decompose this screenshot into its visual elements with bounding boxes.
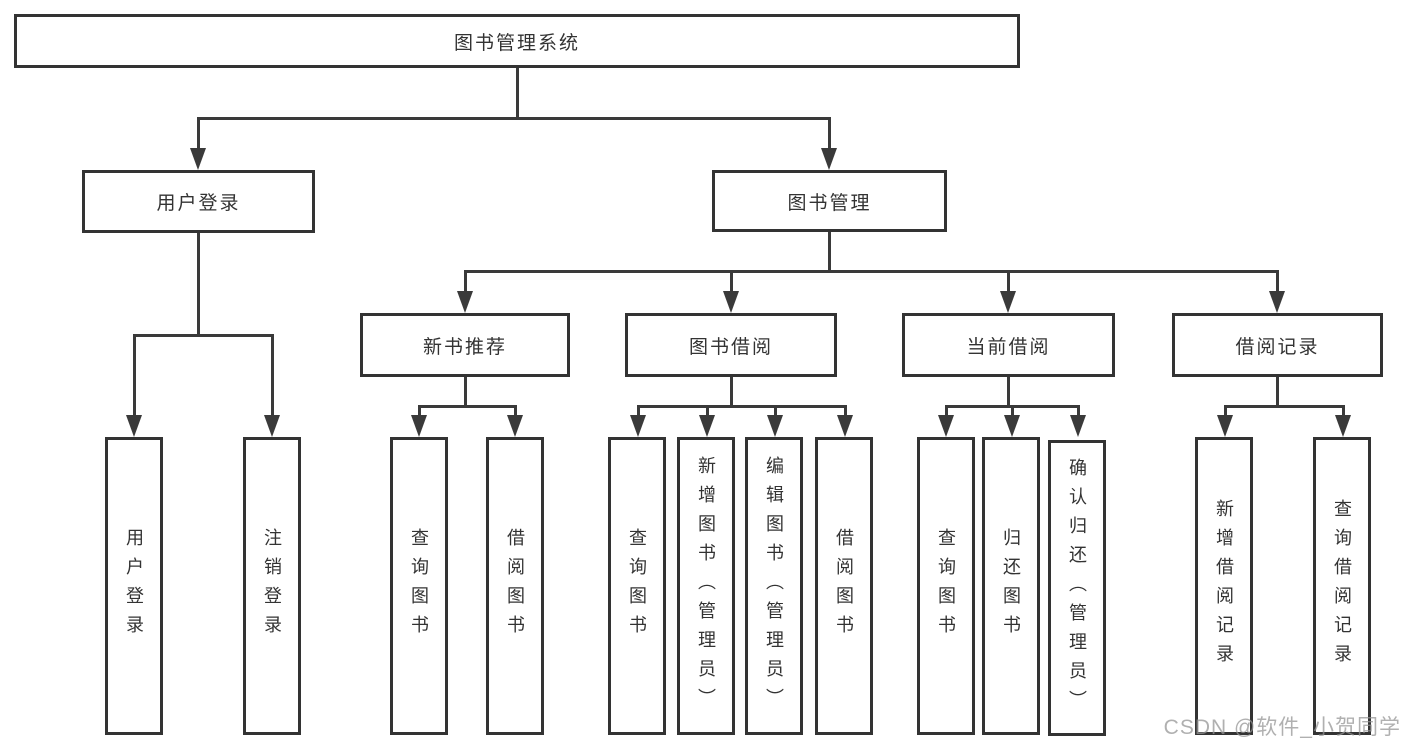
arrow-head-icon-records-to-leaves-1 (1335, 415, 1351, 437)
arrow-head-icon-currentborrow-to-leaves-1 (1004, 415, 1020, 437)
arrow-head-icon-bookmgmt-to-level3-3 (1269, 291, 1285, 313)
edge-stem-root-to-level2 (515, 68, 519, 118)
edge-stem-newbook-to-leaves (463, 377, 467, 406)
arrow-head-icon-bookborrow-to-leaves-0 (630, 415, 646, 437)
edge-arrow-shaft-userlogin-to-leaves-0 (132, 335, 136, 417)
node-leaf-return-book: 归还图书 (982, 437, 1040, 735)
node-leaf-user-login: 用户登录 (105, 437, 163, 735)
edge-arrow-shaft-userlogin-to-leaves-1 (270, 335, 274, 417)
node-label-leaf-user-login: 用户登录 (124, 528, 144, 644)
edge-bar-bookborrow-to-leaves (636, 404, 847, 408)
node-label-leaf-add-borrow-rec: 新增借阅记录 (1214, 499, 1234, 673)
node-current-borrowing: 当前借阅 (902, 313, 1115, 377)
node-new-book-recommend: 新书推荐 (360, 313, 570, 377)
node-label-leaf-edit-book-admin: 编辑图书（管理员） (764, 455, 784, 717)
edge-bar-bookmgmt-to-level3 (463, 269, 1279, 273)
edge-arrow-shaft-currentborrow-to-leaves-1 (1010, 406, 1014, 417)
node-label-leaf-return-book: 归还图书 (1001, 528, 1021, 644)
node-leaf-query-book-3: 查询图书 (917, 437, 975, 735)
node-label-current-borrowing: 当前借阅 (966, 336, 1051, 358)
node-label-leaf-add-book-admin: 新增图书（管理员） (696, 455, 716, 717)
node-root-system: 图书管理系统 (14, 14, 1020, 68)
node-leaf-query-book-2: 查询图书 (608, 437, 666, 735)
edge-arrow-shaft-currentborrow-to-leaves-0 (944, 406, 948, 417)
arrow-head-icon-userlogin-to-leaves-0 (126, 415, 142, 437)
arrow-head-icon-bookmgmt-to-level3-0 (457, 291, 473, 313)
node-leaf-add-book-admin: 新增图书（管理员） (677, 437, 735, 735)
edge-stem-currentborrow-to-leaves (1006, 377, 1010, 406)
arrow-head-icon-bookborrow-to-leaves-3 (837, 415, 853, 437)
node-leaf-borrow-book-2: 借阅图书 (815, 437, 873, 735)
node-label-new-book-recommend: 新书推荐 (422, 336, 507, 358)
node-label-leaf-query-borrow-rec: 查询借阅记录 (1332, 499, 1352, 673)
edge-arrow-shaft-bookborrow-to-leaves-0 (636, 406, 640, 417)
arrow-head-icon-root-to-level2-0 (190, 148, 206, 170)
node-label-leaf-confirm-return: 确认归还（管理员） (1067, 457, 1087, 719)
node-label-leaf-query-book-1: 查询图书 (409, 528, 429, 644)
edge-stem-bookmgmt-to-level3 (827, 232, 831, 271)
node-leaf-query-borrow-rec: 查询借阅记录 (1313, 437, 1371, 735)
edge-arrow-shaft-bookmgmt-to-level3-0 (463, 271, 467, 293)
edge-arrow-shaft-bookborrow-to-leaves-2 (773, 406, 777, 417)
arrow-head-icon-bookborrow-to-leaves-2 (767, 415, 783, 437)
edge-arrow-shaft-root-to-level2-0 (196, 118, 200, 150)
node-label-root-system: 图书管理系统 (453, 32, 580, 54)
arrow-head-icon-root-to-level2-1 (821, 148, 837, 170)
node-leaf-query-book-1: 查询图书 (390, 437, 448, 735)
node-leaf-add-borrow-rec: 新增借阅记录 (1195, 437, 1253, 735)
node-label-user-login-group: 用户登录 (156, 193, 241, 214)
node-user-login-group: 用户登录 (82, 170, 315, 233)
arrow-head-icon-newbook-to-leaves-1 (507, 415, 523, 437)
node-book-management: 图书管理 (712, 170, 947, 232)
edge-arrow-shaft-records-to-leaves-0 (1223, 406, 1227, 417)
node-label-leaf-logout: 注销登录 (262, 528, 282, 644)
edge-arrow-shaft-currentborrow-to-leaves-2 (1076, 406, 1080, 417)
edge-arrow-shaft-bookborrow-to-leaves-3 (843, 406, 847, 417)
edge-arrow-shaft-records-to-leaves-1 (1341, 406, 1345, 417)
csdn-watermark: CSDN @软件_小贺同学 (1163, 716, 1401, 739)
edge-arrow-shaft-bookmgmt-to-level3-3 (1275, 271, 1279, 293)
edge-stem-userlogin-to-leaves (196, 233, 200, 335)
node-label-leaf-borrow-book-2: 借阅图书 (834, 528, 854, 644)
edge-arrow-shaft-bookmgmt-to-level3-1 (729, 271, 733, 293)
node-label-book-management: 图书管理 (787, 192, 872, 214)
node-label-book-borrowing: 图书借阅 (688, 336, 773, 358)
node-leaf-borrow-book-1: 借阅图书 (486, 437, 544, 735)
arrow-head-icon-userlogin-to-leaves-1 (264, 415, 280, 437)
edge-bar-root-to-level2 (196, 116, 831, 120)
arrow-head-icon-bookborrow-to-leaves-1 (699, 415, 715, 437)
arrow-head-icon-bookmgmt-to-level3-2 (1000, 291, 1016, 313)
edge-arrow-shaft-bookborrow-to-leaves-1 (705, 406, 709, 417)
node-leaf-edit-book-admin: 编辑图书（管理员） (745, 437, 803, 735)
edge-stem-bookborrow-to-leaves (729, 377, 733, 406)
node-borrowing-records: 借阅记录 (1172, 313, 1383, 377)
edge-arrow-shaft-bookmgmt-to-level3-2 (1006, 271, 1010, 293)
node-label-leaf-borrow-book-1: 借阅图书 (505, 528, 525, 644)
edge-arrow-shaft-root-to-level2-1 (827, 118, 831, 150)
edge-arrow-shaft-newbook-to-leaves-1 (513, 406, 517, 417)
edge-bar-userlogin-to-leaves (132, 333, 274, 337)
edge-arrow-shaft-newbook-to-leaves-0 (417, 406, 421, 417)
node-book-borrowing: 图书借阅 (625, 313, 837, 377)
arrow-head-icon-bookmgmt-to-level3-1 (723, 291, 739, 313)
node-label-leaf-query-book-2: 查询图书 (627, 528, 647, 644)
arrow-head-icon-currentborrow-to-leaves-0 (938, 415, 954, 437)
node-leaf-confirm-return: 确认归还（管理员） (1048, 440, 1106, 736)
arrow-head-icon-newbook-to-leaves-0 (411, 415, 427, 437)
arrow-head-icon-records-to-leaves-0 (1217, 415, 1233, 437)
node-label-borrowing-records: 借阅记录 (1235, 336, 1320, 358)
node-leaf-logout: 注销登录 (243, 437, 301, 735)
edge-bar-records-to-leaves (1223, 404, 1345, 408)
edge-bar-newbook-to-leaves (417, 404, 517, 408)
arrow-head-icon-currentborrow-to-leaves-2 (1070, 415, 1086, 437)
edge-stem-records-to-leaves (1275, 377, 1279, 406)
node-label-leaf-query-book-3: 查询图书 (936, 528, 956, 644)
